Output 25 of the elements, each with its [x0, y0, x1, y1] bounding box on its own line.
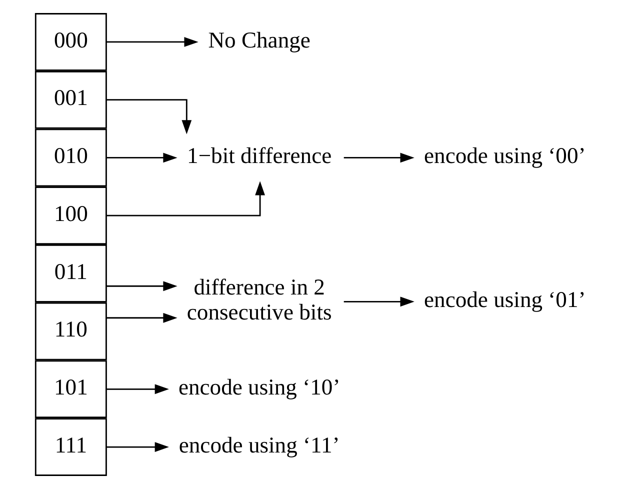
arrow: [106, 281, 178, 292]
node-box: 101: [34, 360, 107, 418]
node-box: 111: [34, 418, 107, 476]
node-text: 1−bit difference: [187, 143, 332, 168]
node-box: 010: [34, 128, 107, 187]
arrow: [106, 312, 178, 323]
arrow: [106, 37, 198, 47]
node-text: encode using ‘10’: [178, 374, 340, 400]
node-box: 100: [34, 186, 107, 244]
node-text: No Change: [208, 27, 310, 52]
node-text: encode using ‘00’: [424, 143, 586, 168]
arrow: [106, 152, 178, 163]
node-text: encode using ‘01’: [424, 287, 586, 312]
node-box: 001: [34, 70, 107, 129]
arrow: [106, 442, 169, 452]
node-text: difference in 2 consecutive bits: [186, 274, 332, 325]
arrow: [106, 384, 169, 394]
arrow: [106, 99, 192, 134]
arrow: [106, 181, 265, 216]
arrow: [344, 296, 414, 307]
node-box: 110: [34, 302, 107, 360]
arrow: [344, 152, 414, 163]
node-box: 000: [34, 13, 107, 71]
node-text: encode using ‘11’: [178, 432, 340, 458]
node-box: 011: [34, 244, 107, 302]
